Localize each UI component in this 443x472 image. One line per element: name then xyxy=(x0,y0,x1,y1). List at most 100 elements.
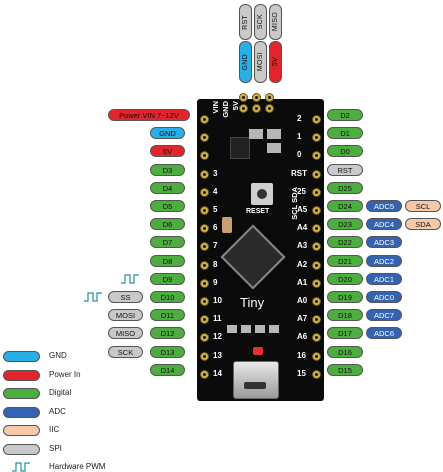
pin-label-digital: D10 xyxy=(150,291,185,303)
silk-label: 15 xyxy=(297,368,306,378)
legend-label: Power In xyxy=(49,369,81,379)
isp-pin-label: GND xyxy=(239,41,252,83)
legend-label: Hardware PWM xyxy=(49,462,106,471)
header-pin xyxy=(200,315,209,325)
usb-connector[interactable] xyxy=(233,361,279,399)
resistor xyxy=(227,325,237,333)
isp-pin xyxy=(252,93,261,102)
resistor xyxy=(269,325,279,333)
pin-label-gnd: GND xyxy=(150,127,185,140)
pin-label-adc: ADC5 xyxy=(366,200,402,212)
header-pin xyxy=(200,169,209,179)
crystal xyxy=(222,217,232,233)
legend-label: ADC xyxy=(49,406,66,416)
reset-button-cap xyxy=(257,189,267,199)
header-pin xyxy=(200,115,209,124)
legend-swatch-power xyxy=(3,369,40,381)
header-pin xyxy=(312,187,321,197)
reset-button[interactable] xyxy=(251,183,273,205)
header-pin xyxy=(312,206,321,215)
pin-label-iic: SCL xyxy=(405,200,441,212)
resistor xyxy=(255,325,265,333)
capacitor xyxy=(267,143,281,153)
header-pin xyxy=(312,315,321,325)
pin-label-adc: ADC3 xyxy=(366,236,402,249)
pin-label-spi: RST xyxy=(327,163,363,176)
pin-label-digital: D2 xyxy=(327,109,363,121)
silk-label: 5V xyxy=(231,101,240,111)
silk-label: 25 xyxy=(297,186,306,196)
pin-label-spi: SS xyxy=(108,291,143,303)
header-pin xyxy=(312,278,321,288)
pin-label-adc: ADC0 xyxy=(366,291,402,303)
header-pin xyxy=(312,297,321,306)
silk-label: 8 xyxy=(213,259,218,269)
silk-label: 16 xyxy=(297,350,306,360)
pwm-icon xyxy=(121,274,139,284)
pin-label-spi: MISO xyxy=(108,327,143,340)
capacitor xyxy=(267,129,281,139)
header-pin xyxy=(312,260,321,270)
header-pin xyxy=(200,206,209,215)
legend-swatch-iic xyxy=(3,425,40,436)
silk-label: 10 xyxy=(213,296,222,305)
pin-label-digital: D12 xyxy=(150,327,185,340)
silk-label: A4 xyxy=(297,223,308,233)
pin-label-digital: D9 xyxy=(150,272,185,285)
pin-label-digital: D11 xyxy=(150,309,185,322)
header-pin xyxy=(200,278,209,288)
pin-label-adc: ADC6 xyxy=(366,327,402,340)
pin-label-digital: D19 xyxy=(327,291,363,303)
pin-label-adc: ADC2 xyxy=(366,254,402,267)
resistor xyxy=(241,325,251,333)
isp-label: ISP xyxy=(283,90,296,99)
pin-label-digital: D7 xyxy=(150,236,185,249)
pin-label-digital: D16 xyxy=(327,345,363,358)
pin-label-digital: D8 xyxy=(150,254,185,267)
isp-pin-label: SCK xyxy=(254,4,267,40)
board-name: Tiny xyxy=(240,295,265,310)
silk-label: A1 xyxy=(297,277,308,287)
header-pin xyxy=(200,242,209,252)
silk-label: 6 xyxy=(213,223,218,233)
isp-pin-label-text: 5V xyxy=(272,57,279,67)
header-pin xyxy=(200,333,209,343)
header-pin xyxy=(200,151,209,161)
isp-pin xyxy=(265,104,274,113)
led xyxy=(253,347,263,355)
pin-label-digital: D22 xyxy=(327,236,363,249)
isp-pin-label: RST xyxy=(239,4,252,40)
pin-label-digital: D13 xyxy=(150,345,185,358)
silk-label: A0 xyxy=(297,296,308,305)
pin-label-digital: D5 xyxy=(150,200,185,212)
silk-label: 7 xyxy=(213,241,218,251)
silk-label: 14 xyxy=(213,368,222,378)
silk-label: A3 xyxy=(297,241,308,251)
usb-port xyxy=(244,382,266,389)
isp-pin xyxy=(252,104,261,113)
silk-label: 13 xyxy=(213,350,222,360)
silk-label: A2 xyxy=(297,259,308,269)
legend-swatch-spi xyxy=(3,443,40,455)
isp-pin-label: MISO xyxy=(269,4,282,40)
pin-label-power: 5V xyxy=(150,145,185,158)
pin-label-adc: ADC1 xyxy=(366,272,402,285)
pin-label-adc: ADC4 xyxy=(366,218,402,231)
silk-label: A5 xyxy=(297,205,308,214)
pin-label-power: Power VIN 7~12V xyxy=(108,109,190,121)
isp-pin-label-text: MISO xyxy=(272,12,279,32)
pin-label-digital: D20 xyxy=(327,272,363,285)
header-pin xyxy=(312,242,321,252)
legend-swatch-gnd xyxy=(3,351,40,362)
pwm-legend-icon xyxy=(12,462,30,472)
silk-label: GND xyxy=(221,101,230,118)
isp-pin-label: 5V xyxy=(269,41,282,83)
legend-label: GND xyxy=(49,351,67,360)
legend-label: Digital xyxy=(49,388,72,397)
isp-pin xyxy=(239,104,248,113)
silk-label: 12 xyxy=(213,332,222,342)
voltage-regulator xyxy=(230,137,250,159)
legend-label: IIC xyxy=(49,425,60,434)
header-pin xyxy=(312,351,321,361)
reset-label: RESET xyxy=(246,208,270,215)
